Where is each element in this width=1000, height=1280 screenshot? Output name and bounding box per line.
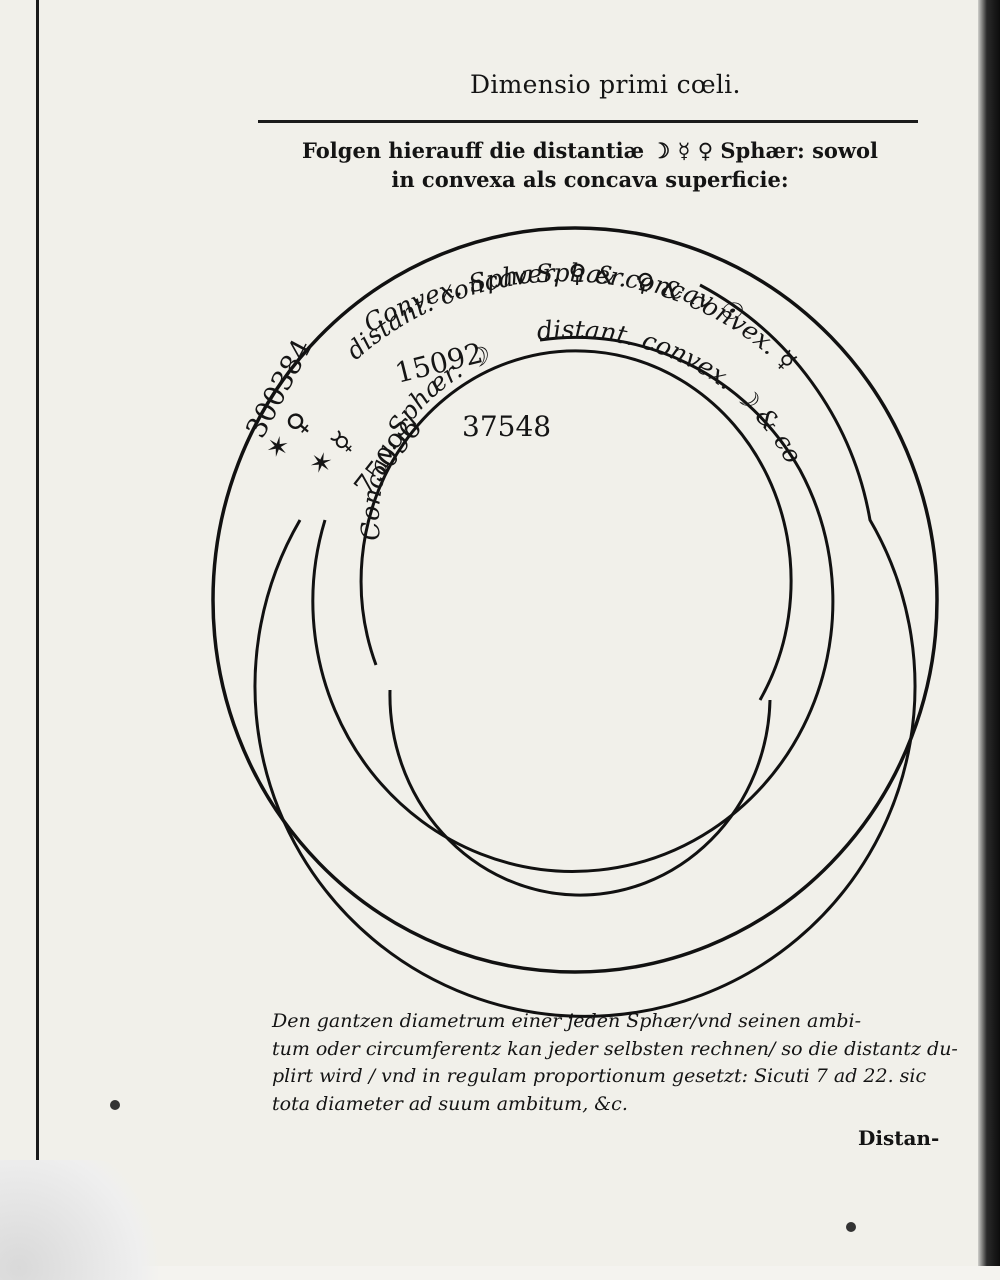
ink-spot xyxy=(110,1100,120,1110)
heading-line-1: Folgen hierauff die distantiæ ☽ ☿ ♀ Sphæ… xyxy=(302,138,878,163)
second-sphere-ring xyxy=(253,283,917,1018)
section-heading: Folgen hierauff die distantiæ ☽ ☿ ♀ Sphæ… xyxy=(240,136,940,194)
inner-sphere-ring xyxy=(388,689,772,897)
third-sphere-ring xyxy=(311,335,835,873)
body-line-4: tota diameter ad suum ambitum, &c. xyxy=(272,1092,628,1115)
body-paragraph: Den gantzen diametrum einer jeden Sphær/… xyxy=(272,1008,962,1118)
body-line-3: plirt wird / vnd in regulam proportionum… xyxy=(272,1065,927,1087)
fourth-sphere-ring xyxy=(359,349,793,701)
head-rule xyxy=(258,120,918,123)
page-left-border xyxy=(36,0,39,1266)
heading-line-2: in convexa als concava superficie: xyxy=(391,167,789,192)
body-line-1: Den gantzen diametrum einer jeden Sphær/… xyxy=(272,1010,861,1032)
inner-ring-value: 37548 xyxy=(462,410,551,443)
outer-sphere-ring xyxy=(211,226,939,974)
catchword: Distan- xyxy=(858,1126,940,1150)
body-line-2: tum oder circumferentz kan jeder selbste… xyxy=(272,1037,958,1060)
ink-spot xyxy=(846,1222,856,1232)
running-head: Dimensio primi cœli. xyxy=(470,70,741,99)
page-right-edge xyxy=(978,0,1000,1266)
